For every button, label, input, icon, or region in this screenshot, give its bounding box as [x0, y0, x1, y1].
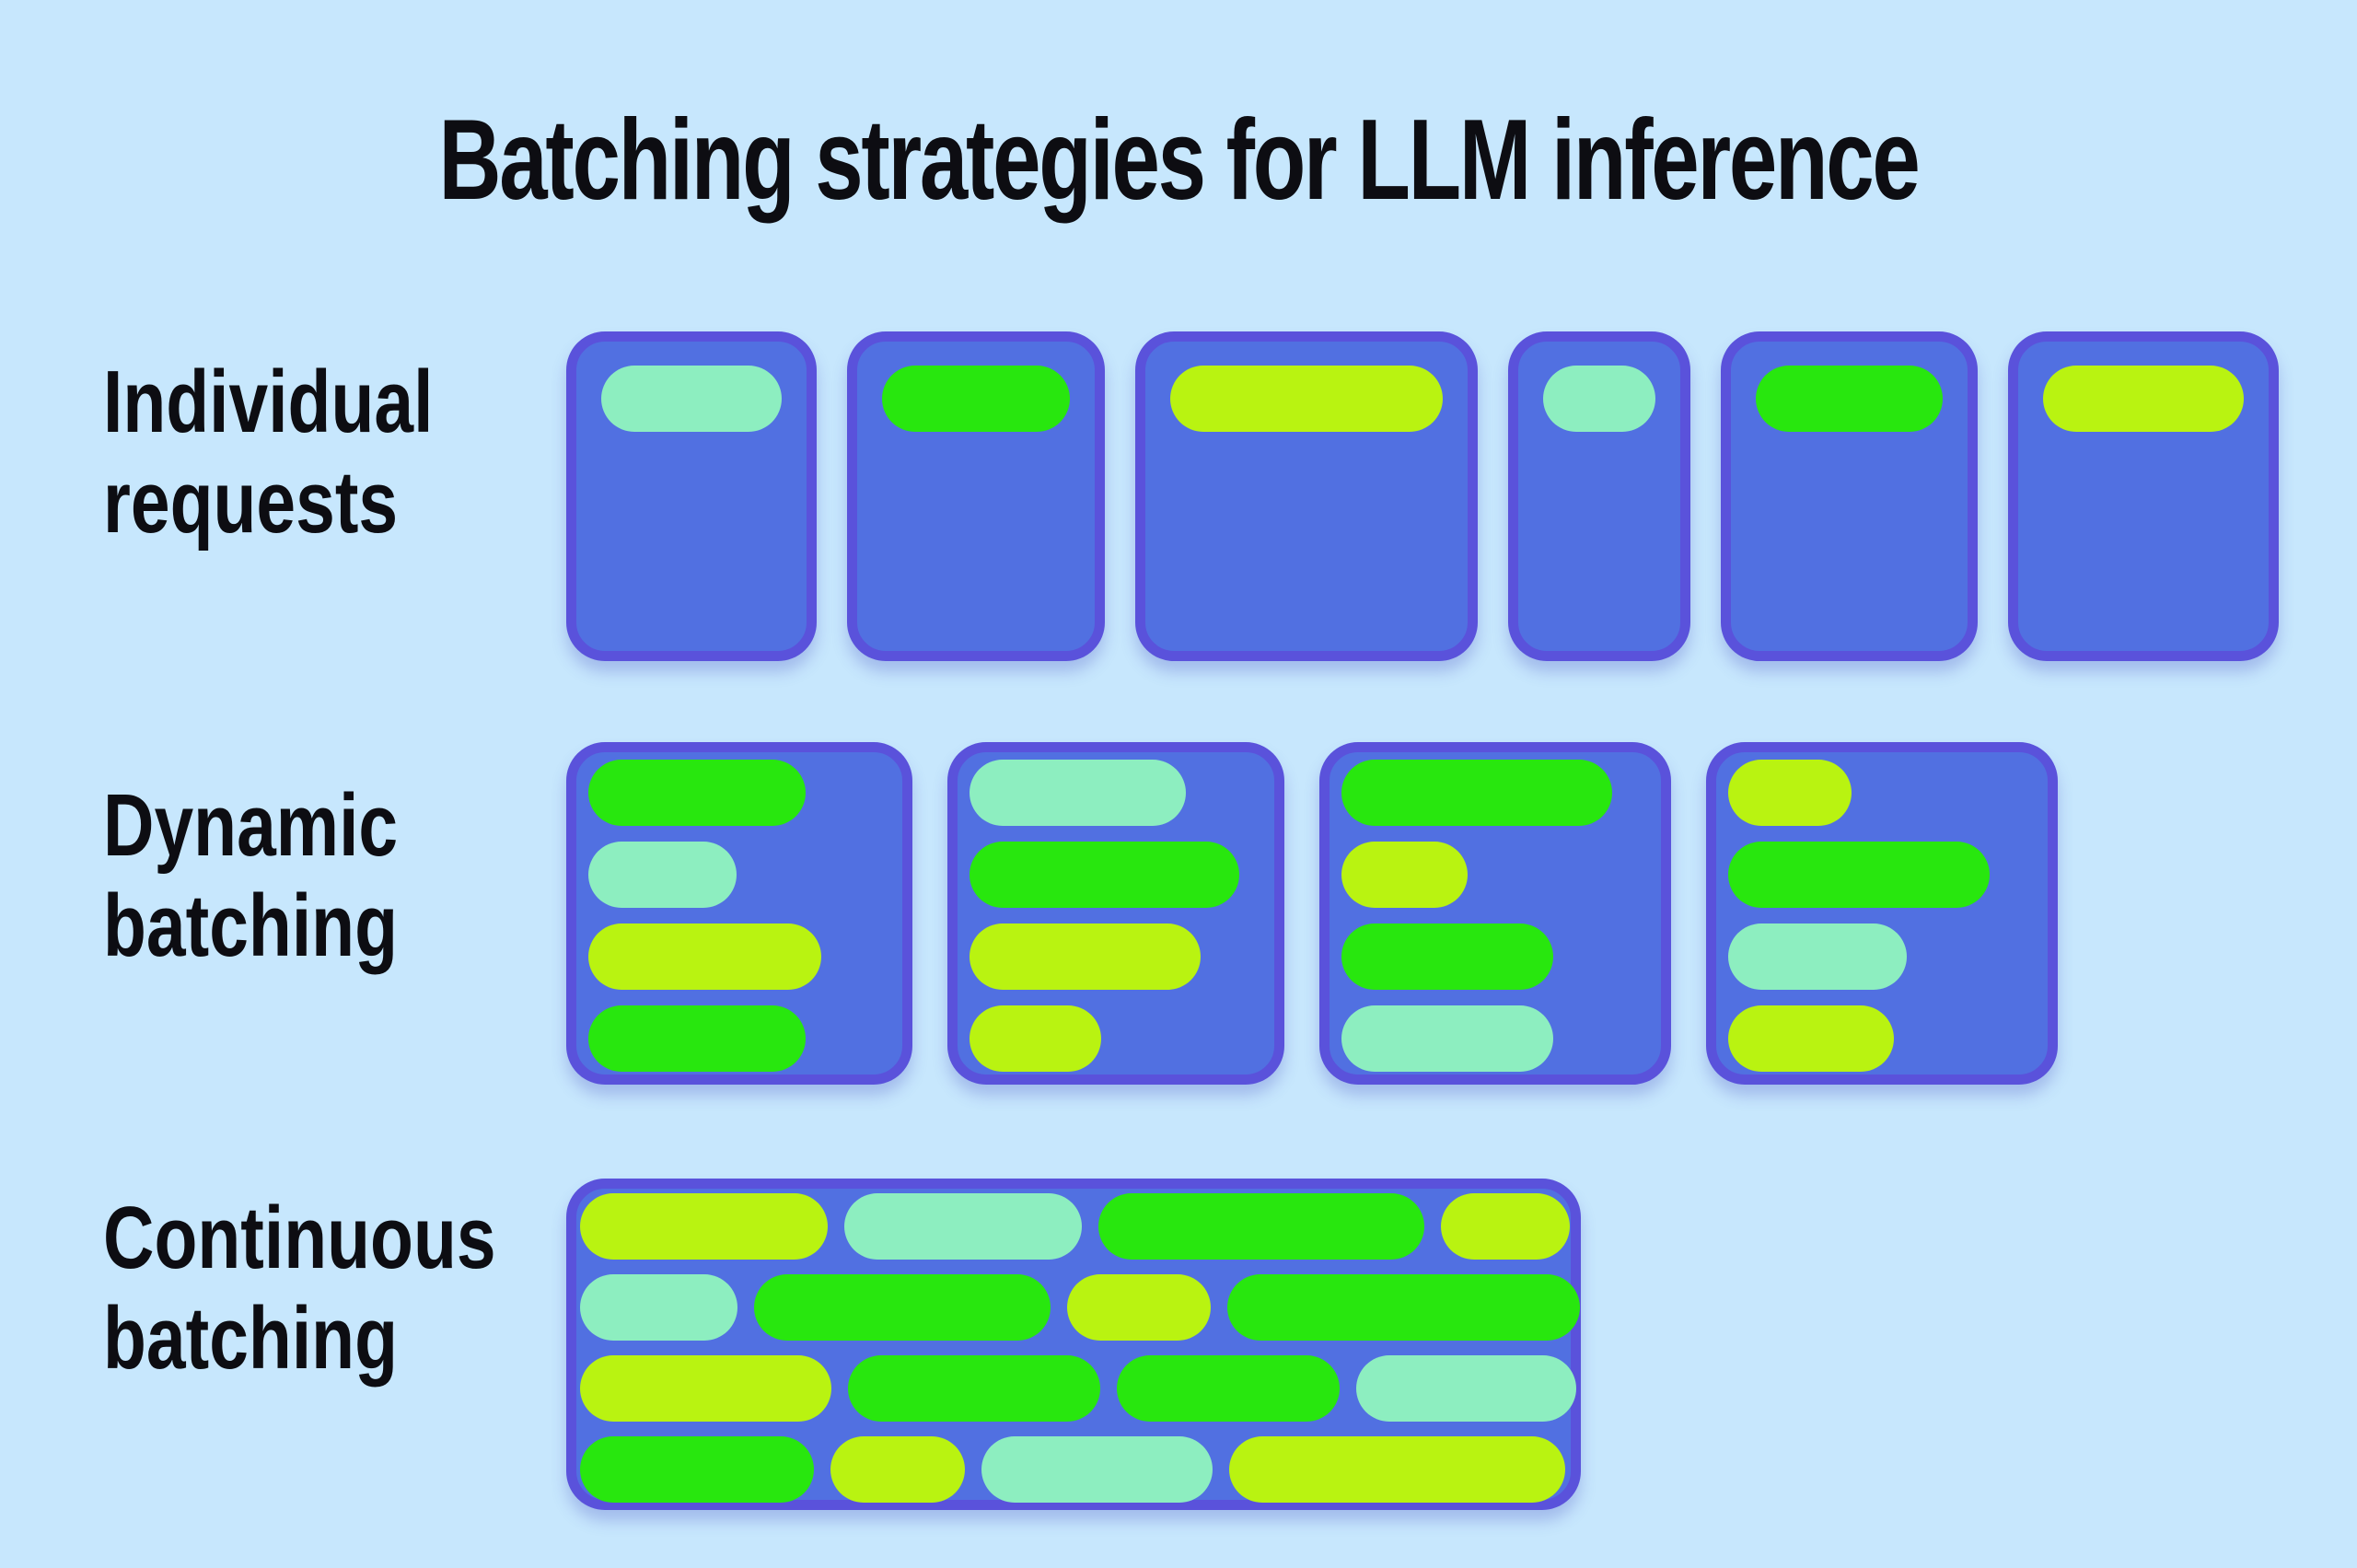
green-token-pill [970, 842, 1239, 908]
page-title: Batching strategies for LLM inference [438, 97, 1920, 224]
green-token-pill [1227, 1274, 1581, 1341]
yellow-token-pill [1341, 842, 1468, 908]
token-pill-row [580, 1436, 1566, 1503]
green-token-pill [754, 1274, 1051, 1341]
yellow-token-pill [1229, 1436, 1566, 1503]
green-token-pill [588, 760, 807, 826]
mint-token-pill [1728, 923, 1907, 990]
green-token-pill [1097, 1193, 1424, 1260]
yellow-token-pill [588, 923, 821, 990]
green-token-pill [882, 366, 1070, 432]
individual-request-card [847, 331, 1105, 661]
individual-requests-row [566, 331, 2279, 661]
yellow-token-pill [580, 1193, 829, 1260]
mint-token-pill [1543, 366, 1655, 432]
yellow-token-pill [1170, 366, 1443, 432]
individual-request-card [566, 331, 817, 661]
green-token-pill [1728, 842, 1990, 908]
continuous-batching-row [566, 1179, 1581, 1510]
continuous-request-card [566, 1179, 1581, 1510]
yellow-token-pill [1440, 1193, 1571, 1260]
individual-request-card [1721, 331, 1978, 661]
individual-request-card [2008, 331, 2279, 661]
green-token-pill [1341, 760, 1612, 826]
green-token-pill [1116, 1355, 1341, 1422]
dynamic-request-card [1706, 742, 2058, 1085]
row-label-individual-requests: Individual requests [103, 353, 434, 552]
dynamic-request-card [947, 742, 1284, 1085]
green-token-pill [580, 1436, 815, 1503]
mint-token-pill [970, 760, 1187, 826]
dynamic-request-card [566, 742, 912, 1085]
mint-token-pill [1341, 1005, 1554, 1072]
yellow-token-pill [970, 923, 1202, 990]
yellow-token-pill [1728, 1005, 1895, 1072]
token-pill-row [580, 1193, 1571, 1260]
dynamic-batching-row [566, 742, 2058, 1085]
individual-request-card [1508, 331, 1690, 661]
dynamic-request-card [1319, 742, 1671, 1085]
mint-token-pill [1356, 1355, 1576, 1422]
yellow-token-pill [970, 1005, 1102, 1072]
mint-token-pill [844, 1193, 1082, 1260]
yellow-token-pill [1066, 1274, 1212, 1341]
token-pill-row [580, 1355, 1576, 1422]
yellow-token-pill [580, 1355, 832, 1422]
green-token-pill [588, 1005, 807, 1072]
mint-token-pill [981, 1436, 1213, 1503]
mint-token-pill [580, 1274, 738, 1341]
individual-request-card [1135, 331, 1478, 661]
row-label-continuous-batching: Continuous batching [103, 1189, 496, 1388]
row-label-dynamic-batching: Dynamic batching [103, 776, 399, 976]
mint-token-pill [588, 842, 737, 908]
yellow-token-pill [1728, 760, 1852, 826]
green-token-pill [1756, 366, 1943, 432]
green-token-pill [1341, 923, 1554, 990]
token-pill-row [580, 1274, 1581, 1341]
yellow-token-pill [2043, 366, 2244, 432]
yellow-token-pill [830, 1436, 966, 1503]
mint-token-pill [601, 366, 782, 432]
green-token-pill [848, 1355, 1100, 1422]
